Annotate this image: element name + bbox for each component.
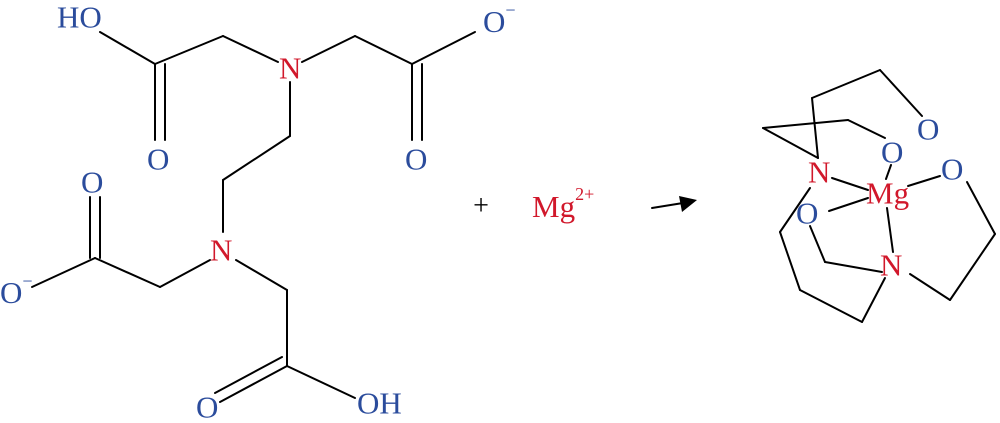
carboxylate-oxygen-label: O− [483,0,516,39]
complex-nitrogen-label: N [880,248,902,283]
plus-sign: + [473,191,489,222]
hydroxyl-label: HO [57,0,102,35]
oxygen-symbol: O [0,275,22,310]
negative-charge: − [505,0,515,20]
magnesium-symbol: Mg [532,189,575,224]
carbonyl-oxygen-label: O [147,142,169,177]
oxygen-symbol: O [483,4,505,39]
hydroxyl-label: OH [357,386,402,421]
edta-bonds [31,31,476,403]
reaction-arrow [651,196,697,212]
complex-nitrogen-label: N [808,155,830,190]
carbonyl-oxygen-label: O [81,165,103,200]
complex-magnesium-label: Mg [866,176,909,211]
carbonyl-oxygen-label: O [405,142,427,177]
complex-oxygen-label: O [941,152,963,187]
complex-oxygen-label: O [796,196,818,231]
ion-charge: 2+ [575,184,594,204]
complex-bonds [762,69,996,323]
carbonyl-oxygen-label: O [196,390,218,423]
carboxylate-oxygen-label: O− [0,271,33,310]
negative-charge: − [22,271,32,291]
amine-nitrogen-label: N [279,51,301,86]
complex-oxygen-label: O [881,135,903,170]
amine-nitrogen-label: N [210,233,232,268]
magnesium-ion-label: Mg2+ [532,184,594,224]
complex-oxygen-label: O [917,112,939,147]
